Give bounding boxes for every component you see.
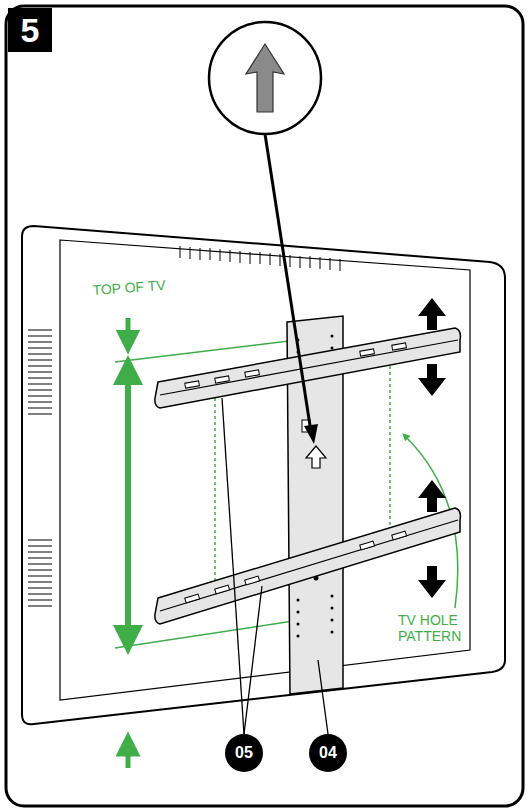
adjust-arrows [418, 298, 446, 598]
step-number-text: 5 [21, 13, 40, 47]
top-label: TOP OF TV [92, 274, 203, 298]
hole-pattern-label: TV HOLE PATTERN [398, 612, 474, 644]
callout-number: 05 [225, 734, 263, 772]
frame [6, 6, 523, 806]
mounting-rails [155, 328, 461, 624]
detail-circle [209, 22, 321, 134]
leader-lines [222, 398, 328, 734]
detail-pointer-head [304, 424, 318, 444]
step-number: 5 [8, 8, 52, 52]
tv-back [22, 226, 505, 724]
callout-number: 04 [309, 734, 347, 772]
callout-number-text: 04 [319, 745, 337, 761]
callout-number-text: 05 [235, 745, 253, 761]
detail-arrow [246, 44, 284, 112]
detail-pointer [265, 134, 311, 432]
up-arrow-mark [306, 446, 326, 468]
